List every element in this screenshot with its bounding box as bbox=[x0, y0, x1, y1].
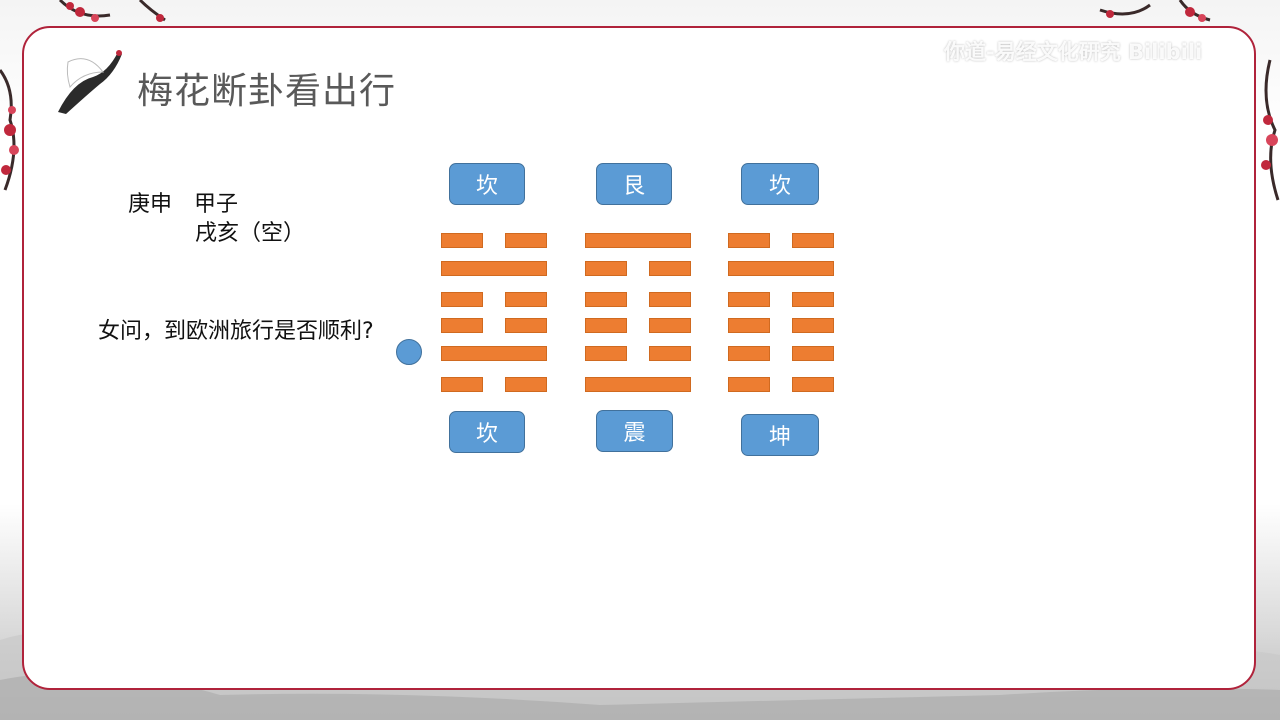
hexagram-1-line-4-yin-b bbox=[505, 318, 547, 333]
slide-card bbox=[22, 26, 1256, 690]
trigram-label-bottom-2: 震 bbox=[596, 410, 673, 452]
hexagram-3-line-4-yin-a bbox=[728, 318, 770, 333]
hexagram-3-line-6-yin-a bbox=[728, 377, 770, 392]
trigram-label-top-2: 艮 bbox=[596, 163, 672, 205]
hexagram-3-line-5-yin-a bbox=[728, 346, 770, 361]
hexagram-2-line-5-yin-b bbox=[649, 346, 691, 361]
hexagram-2-line-3-yin-b bbox=[649, 292, 691, 307]
hexagram-1-line-3-yin-a bbox=[441, 292, 483, 307]
hexagram-3-line-4-yin-b bbox=[792, 318, 834, 333]
mountain-background bbox=[0, 632, 1280, 720]
trigram-label-top-1: 坎 bbox=[449, 163, 525, 205]
hexagram-1-line-6-yin-a bbox=[441, 377, 483, 392]
hexagram-1-line-1-yin-a bbox=[441, 233, 483, 248]
watermark: 你道-易经文化研究 Bilibili bbox=[944, 40, 1203, 64]
hexagram-1-line-5-yang bbox=[441, 346, 547, 361]
hexagram-3-line-3-yin-b bbox=[792, 292, 834, 307]
hexagram-2-line-6-yang bbox=[585, 377, 691, 392]
hexagram-3-line-6-yin-b bbox=[792, 377, 834, 392]
hexagram-1-line-2-yang bbox=[441, 261, 547, 276]
question-text: 女问，到欧洲旅行是否顺利? bbox=[98, 319, 374, 344]
hexagram-1-line-4-yin-a bbox=[441, 318, 483, 333]
hexagram-2-line-4-yin-b bbox=[649, 318, 691, 333]
hexagram-3-line-2-yang bbox=[728, 261, 834, 276]
hexagram-1-line-1-yin-b bbox=[505, 233, 547, 248]
hexagram-2-line-2-yin-a bbox=[585, 261, 627, 276]
date-line-2: 戌亥（空） bbox=[195, 221, 306, 246]
hexagram-3-line-1-yin-b bbox=[792, 233, 834, 248]
hexagram-1-line-6-yin-b bbox=[505, 377, 547, 392]
hexagram-2-line-4-yin-a bbox=[585, 318, 627, 333]
hexagram-2-line-3-yin-a bbox=[585, 292, 627, 307]
plum-blossom-decoration-left bbox=[0, 0, 166, 191]
crane-logo-icon bbox=[58, 50, 122, 114]
hexagram-3-line-5-yin-b bbox=[792, 346, 834, 361]
hexagram-3-line-1-yin-a bbox=[728, 233, 770, 248]
trigram-label-bottom-3: 坤 bbox=[741, 414, 819, 456]
hexagram-2-line-2-yin-b bbox=[649, 261, 691, 276]
pointer-dot bbox=[396, 339, 422, 365]
hexagram-1-line-3-yin-b bbox=[505, 292, 547, 307]
page-title: 梅花断卦看出行 bbox=[137, 71, 397, 112]
hexagram-2-line-5-yin-a bbox=[585, 346, 627, 361]
hexagram-3-line-3-yin-a bbox=[728, 292, 770, 307]
trigram-label-top-3: 坎 bbox=[741, 163, 819, 205]
date-line-1: 庚申 甲子 bbox=[128, 192, 239, 217]
plum-blossom-decoration-right bbox=[1099, 0, 1280, 201]
trigram-label-bottom-1: 坎 bbox=[449, 411, 525, 453]
hexagram-2-line-1-yang bbox=[585, 233, 691, 248]
